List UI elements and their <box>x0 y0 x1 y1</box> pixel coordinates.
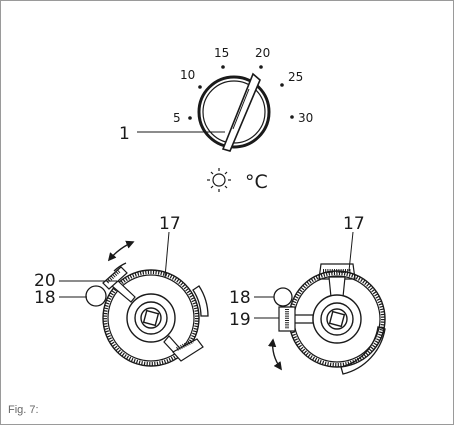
callout-line-17-right <box>348 231 354 272</box>
scale-label-15: 15 <box>214 46 229 60</box>
callout-line-17-left <box>164 231 170 278</box>
callout-17-right: 17 <box>343 214 365 234</box>
scale-dot-20 <box>259 65 263 69</box>
dial-scale: 5 10 15 20 25 30 <box>173 46 313 125</box>
callout-1: 1 <box>119 124 130 144</box>
scale-label-20: 20 <box>255 46 270 60</box>
callout-17-left: 17 <box>159 214 181 234</box>
scale-label-5: 5 <box>173 111 181 125</box>
scale-dot-30 <box>290 115 294 119</box>
left-adjuster-disc <box>85 262 209 367</box>
scale-dot-15 <box>221 65 225 69</box>
scale-label-30: 30 <box>298 111 313 125</box>
thermostat-knob <box>197 72 271 152</box>
scale-dot-25 <box>280 83 284 87</box>
rotation-arrow-right <box>267 338 282 371</box>
scale-label-10: 10 <box>180 68 195 82</box>
right-adjuster-disc <box>273 263 386 375</box>
scale-dot-5 <box>188 116 192 120</box>
unit-celsius: °C <box>245 171 268 193</box>
callout-18-right: 18 <box>229 288 251 308</box>
figure-caption: Fig. 7: <box>8 404 39 416</box>
sun-icon <box>207 168 231 192</box>
callout-20: 20 <box>34 271 56 291</box>
scale-dot-10 <box>198 85 202 89</box>
scale-label-25: 25 <box>288 70 303 84</box>
callout-18-left: 18 <box>34 288 56 308</box>
callout-19: 19 <box>229 310 251 330</box>
rotation-arrow <box>107 240 135 262</box>
